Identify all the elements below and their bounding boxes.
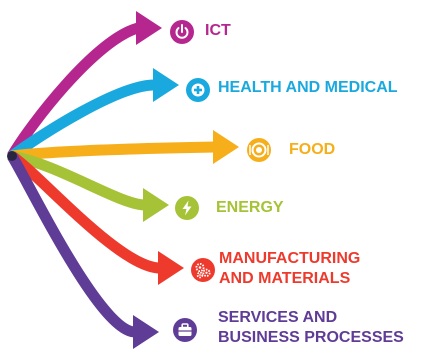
arrows-group <box>7 11 239 349</box>
arrow-head-ict <box>136 11 162 45</box>
labels-group: ICT HEALTH AND MEDICAL FOOD ENERGY MANUFACTU… <box>205 22 404 346</box>
arrow-shaft-manufacturing <box>8 151 161 274</box>
label-ict: ICT <box>205 22 231 39</box>
arrow-head-health <box>153 68 179 102</box>
arrow-shaft-ict <box>7 22 140 159</box>
power-icon <box>170 20 194 44</box>
medical-cross-icon <box>186 78 210 102</box>
label-food-line-1: FOOD <box>289 141 335 158</box>
arrow-head-manufacturing <box>158 251 184 285</box>
lightning-icon <box>175 196 199 220</box>
plate-icon <box>247 138 271 162</box>
label-health: HEALTH AND MEDICAL <box>218 79 398 96</box>
arrow-head-services <box>133 315 159 349</box>
briefcase-icon <box>173 318 197 342</box>
arrow-head-food <box>213 130 239 164</box>
arrow-shaft-health <box>8 79 156 161</box>
label-services: SERVICES AND BUSINESS PROCESSES <box>218 309 404 346</box>
origin-hub <box>7 151 17 161</box>
label-energy: ENERGY <box>216 199 284 216</box>
arrow-head-energy <box>143 188 169 222</box>
label-food: FOOD <box>289 141 335 158</box>
label-services-line-1: SERVICES AND <box>218 309 337 326</box>
arrow-shaft-energy <box>10 150 146 211</box>
arrow-shaft-food <box>11 141 216 162</box>
label-health-line-1: HEALTH AND MEDICAL <box>218 79 398 96</box>
arrow-shaft-services <box>7 153 137 338</box>
label-manufacturing-line-1: MANUFACTURING <box>219 250 360 267</box>
gears-icon <box>191 258 215 282</box>
label-services-line-2: BUSINESS PROCESSES <box>218 329 404 346</box>
label-ict-line-1: ICT <box>205 22 231 39</box>
icons-group <box>170 20 271 342</box>
label-manufacturing-line-2: AND MATERIALS <box>219 270 351 287</box>
manufacturing-icon-badge <box>191 258 215 282</box>
label-energy-line-1: ENERGY <box>216 199 284 216</box>
label-manufacturing: MANUFACTURING AND MATERIALS <box>219 250 360 287</box>
